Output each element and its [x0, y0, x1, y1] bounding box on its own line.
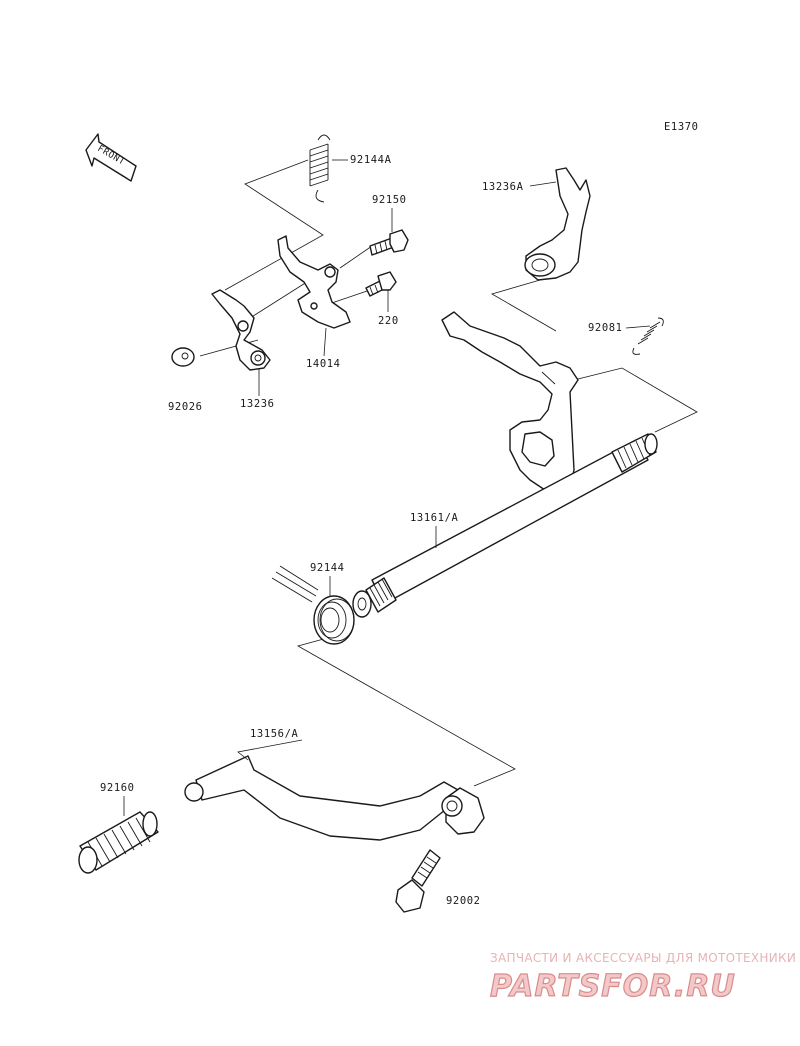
label-220: 220	[378, 315, 399, 327]
label-13236: 13236	[240, 398, 275, 410]
label-92144: 92144	[310, 562, 345, 574]
shaft-13161A	[352, 311, 658, 618]
label-13236A: 13236A	[482, 181, 524, 193]
bolt-92002	[395, 849, 441, 913]
watermark-tagline: ЗАПЧАСТИ И АКСЕССУАРЫ ДЛЯ МОТОТЕХНИКИ	[490, 951, 796, 965]
label-92144A: 92144A	[350, 154, 392, 166]
label-92026: 92026	[168, 401, 203, 413]
label-92150: 92150	[372, 194, 407, 206]
bolt-92150	[369, 229, 409, 256]
watermark-logo: PARTSFOR.RU	[490, 969, 736, 1004]
pedal-rubber-92160	[78, 811, 159, 874]
spring-92081	[632, 317, 664, 355]
label-13161A: 13161/A	[410, 512, 459, 524]
front-arrow-icon: FRONT	[85, 133, 137, 182]
watermark: ЗАПЧАСТИ И АКСЕССУАРЫ ДЛЯ МОТОТЕХНИКИ PA…	[489, 951, 796, 1005]
label-92160: 92160	[100, 782, 135, 794]
washer-92026	[171, 347, 195, 367]
label-14014: 14014	[306, 358, 341, 370]
assembly-lines	[199, 159, 698, 787]
spring-92144A	[309, 134, 331, 203]
part-labels: 92144A 92150 220 14014 92026 13236 13236…	[100, 154, 651, 907]
label-92081: 92081	[588, 322, 623, 334]
cam-13236A	[524, 167, 591, 281]
label-92002: 92002	[446, 895, 481, 907]
diagram-code: E1370	[664, 121, 699, 133]
plate-14014	[277, 235, 351, 329]
spring-92144	[271, 565, 355, 645]
shift-pedal-13156A	[184, 755, 485, 841]
bolt-220	[365, 271, 397, 297]
label-13156A: 13156/A	[250, 728, 299, 740]
arm-13236	[211, 289, 271, 371]
